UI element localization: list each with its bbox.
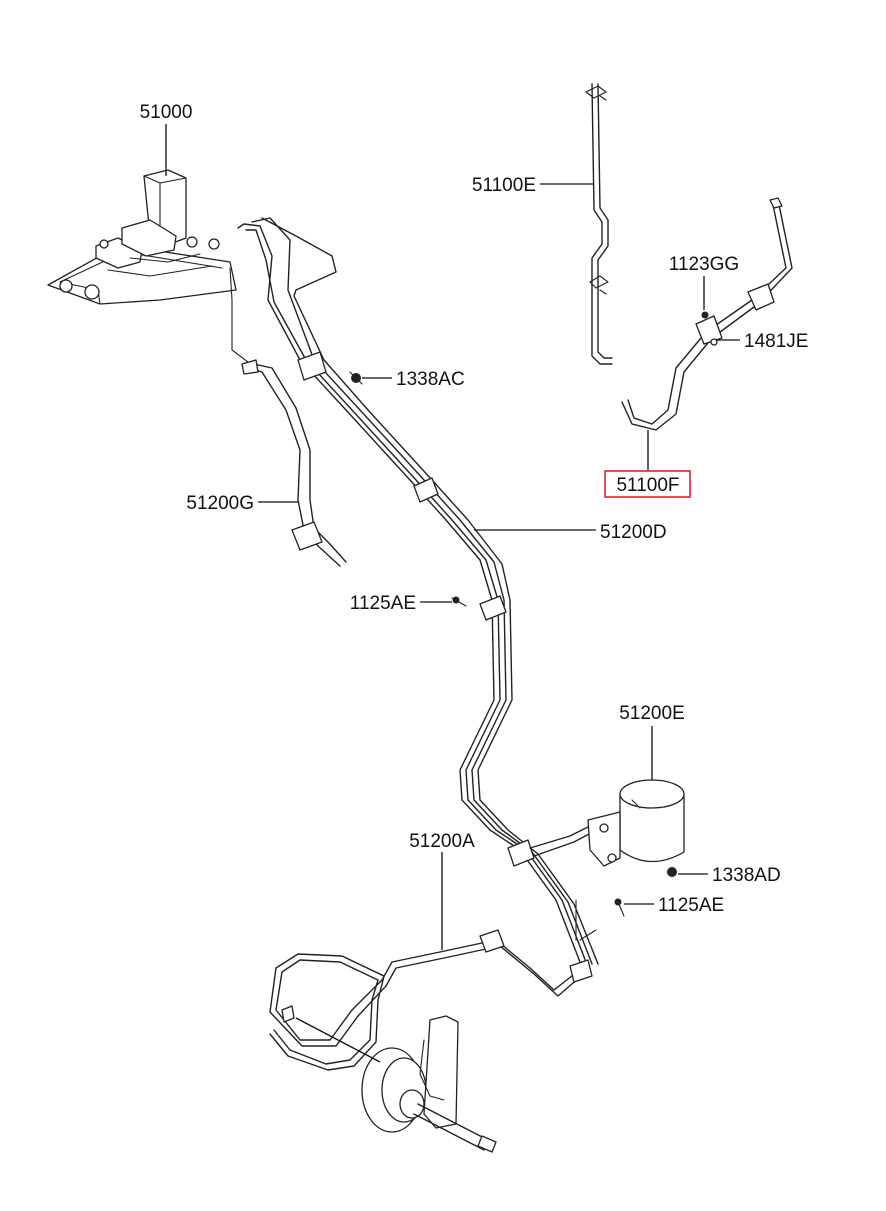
part-labels: 51000 51100E 1123GG 1481JE 1338AC 51100F… — [140, 102, 809, 916]
label-51100F[interactable]: 51100F — [616, 475, 679, 496]
part-51200G-hose — [241, 359, 347, 567]
label-1125AE-bottom[interactable]: 1125AE — [658, 895, 724, 916]
label-51000[interactable]: 51000 — [140, 102, 193, 123]
label-1481JE[interactable]: 1481JE — [744, 331, 808, 352]
part-1125AE-bolt-bottom — [614, 898, 625, 917]
part-1338AD-nut — [667, 867, 677, 877]
part-51200D-fuel-lines — [237, 217, 605, 965]
label-51200D[interactable]: 51200D — [600, 522, 667, 543]
part-51100E-bracket — [585, 83, 613, 365]
part-51000-bracket — [47, 169, 257, 369]
label-1125AE-top[interactable]: 1125AE — [350, 593, 416, 614]
part-1338AC-nut — [349, 371, 363, 385]
part-pump-assembly — [361, 1015, 497, 1153]
label-1338AC[interactable]: 1338AC — [396, 369, 465, 390]
label-1338AD[interactable]: 1338AD — [712, 865, 781, 886]
label-1123GG[interactable]: 1123GG — [669, 254, 739, 275]
label-51100E[interactable]: 51100E — [472, 175, 536, 196]
part-1125AE-bolt-top — [451, 596, 467, 607]
label-51200E[interactable]: 51200E — [619, 703, 685, 724]
leader-lines — [165, 124, 740, 1063]
highlight-box-51100F — [604, 470, 691, 498]
part-51200E-canister — [575, 779, 685, 941]
part-51200A-lower-lines — [269, 929, 593, 1071]
label-51200G[interactable]: 51200G — [186, 493, 254, 514]
label-51200A[interactable]: 51200A — [409, 831, 475, 852]
part-51100F-tube — [621, 197, 793, 431]
